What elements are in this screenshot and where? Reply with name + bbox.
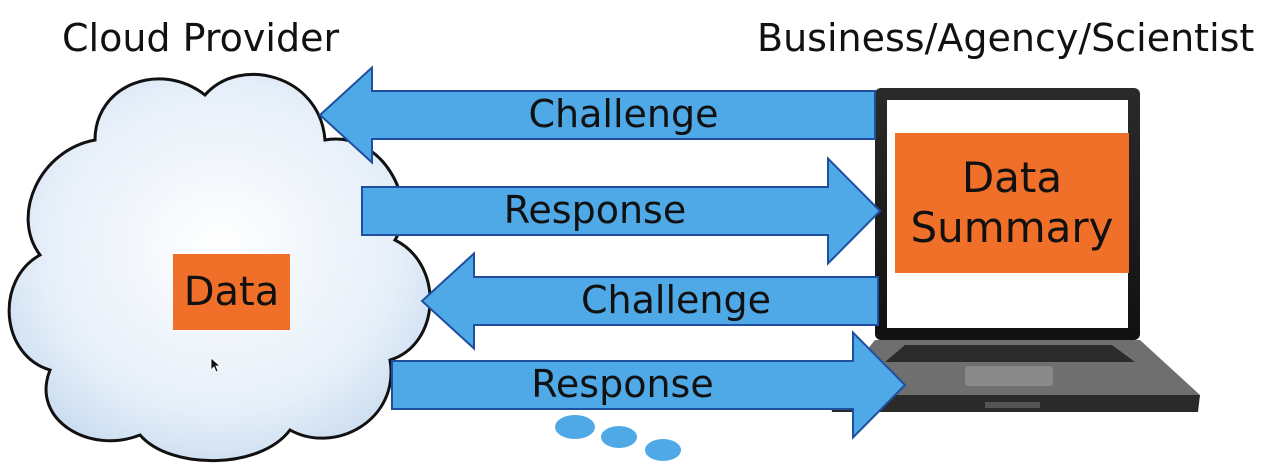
thought-dots [555,415,681,461]
mouse-cursor-icon [210,357,222,373]
cloud-provider-heading: Cloud Provider [62,16,340,60]
arrow-left-1 [318,65,876,165]
arrow-label-response-2: Response [531,362,714,406]
thought-dot [555,415,595,439]
data-box: Data [173,254,290,330]
arrow-label-challenge-2: Challenge [581,278,771,322]
arrow-label-challenge-1: Challenge [528,92,719,136]
data-summary-box: Data Summary [895,133,1129,273]
laptop-touchpad [965,366,1053,386]
arrow-label-response-1: Response [503,188,687,232]
arrow-right-4 [391,330,907,440]
summary-line-2: Summary [910,203,1114,252]
arrows-layer [318,65,907,440]
thought-dot [645,439,681,461]
arrow-left-3 [420,251,879,351]
data-box-label: Data [183,269,280,315]
laptop-keyboard [885,345,1135,362]
thought-dot [601,426,637,448]
summary-line-1: Data [961,152,1063,202]
client-heading: Business/Agency/Scientist [757,16,1255,60]
arrow-right-2 [361,156,882,266]
